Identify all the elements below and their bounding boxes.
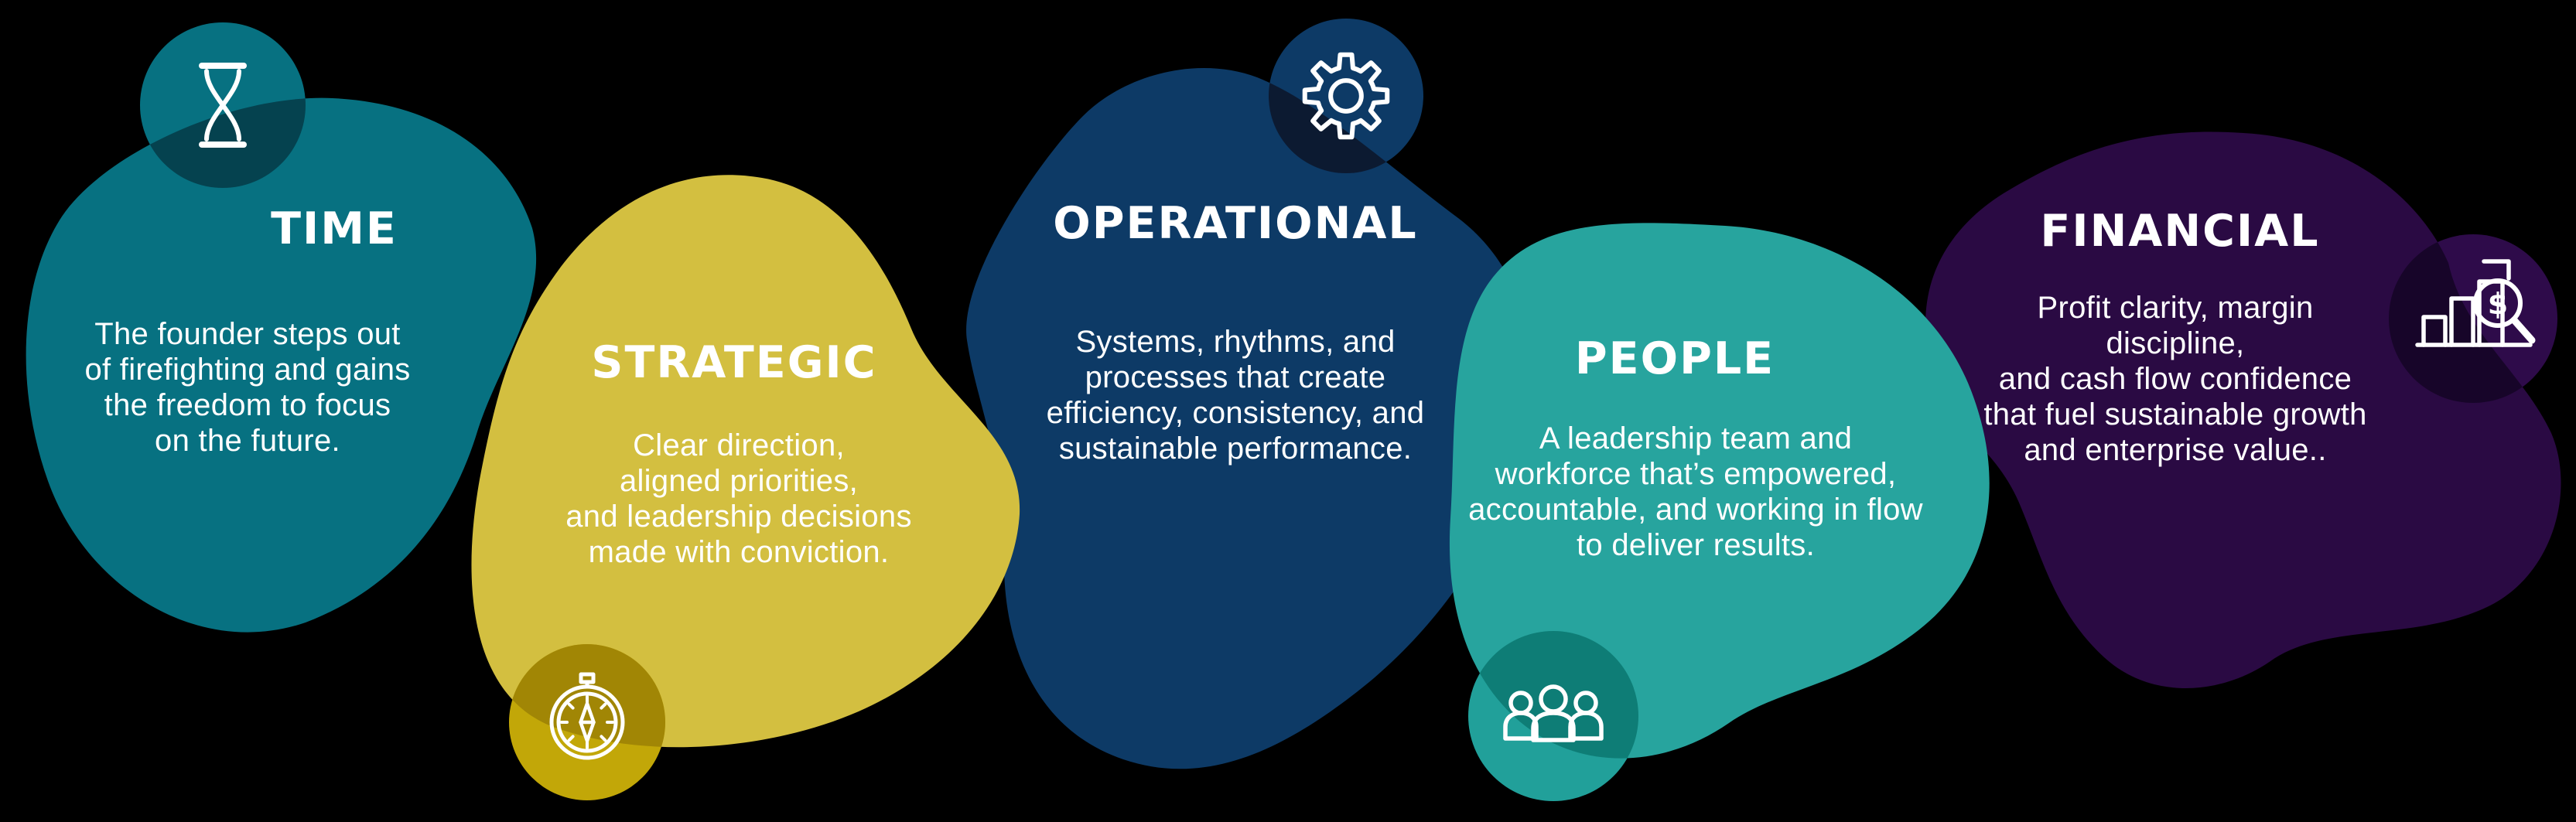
operational-title: OPERATIONAL — [1053, 198, 1418, 249]
strategic-blob — [471, 175, 1020, 748]
people-icon — [1503, 684, 1604, 742]
strategic-body: Clear direction, aligned priorities, and… — [565, 428, 912, 569]
financial-title: FINANCIAL — [2040, 206, 2320, 257]
people-badge-overlap — [1468, 631, 1638, 759]
dollar-sign: $ — [2488, 287, 2508, 321]
people-body: A leadership team and workforce that’s e… — [1468, 421, 1923, 562]
strategic-blob-group — [471, 175, 1020, 800]
strategic-title: STRATEGIC — [591, 337, 877, 388]
hourglass-icon — [199, 63, 247, 148]
operational-blob-group — [966, 19, 1533, 769]
bar-chart-magnifier-dollar-icon: $ — [2415, 259, 2536, 347]
compass-icon — [549, 672, 625, 760]
gear-icon — [1302, 52, 1390, 140]
people-title: PEOPLE — [1574, 333, 1775, 384]
financial-body: Profit clarity, margin discipline, and c… — [1983, 291, 2367, 467]
operational-blob — [966, 68, 1533, 769]
people-blob — [1449, 223, 1990, 759]
time-title: TIME — [271, 203, 398, 254]
financial-blob-group: $ — [1925, 131, 2561, 688]
time-blob — [26, 97, 537, 633]
time-body: The founder steps out of firefighting an… — [84, 317, 411, 458]
financial-blob — [1925, 131, 2561, 688]
people-blob-group — [1449, 223, 1990, 801]
time-blob-group — [26, 22, 537, 633]
operational-body: Systems, rhythms, and processes that cre… — [1046, 325, 1425, 466]
